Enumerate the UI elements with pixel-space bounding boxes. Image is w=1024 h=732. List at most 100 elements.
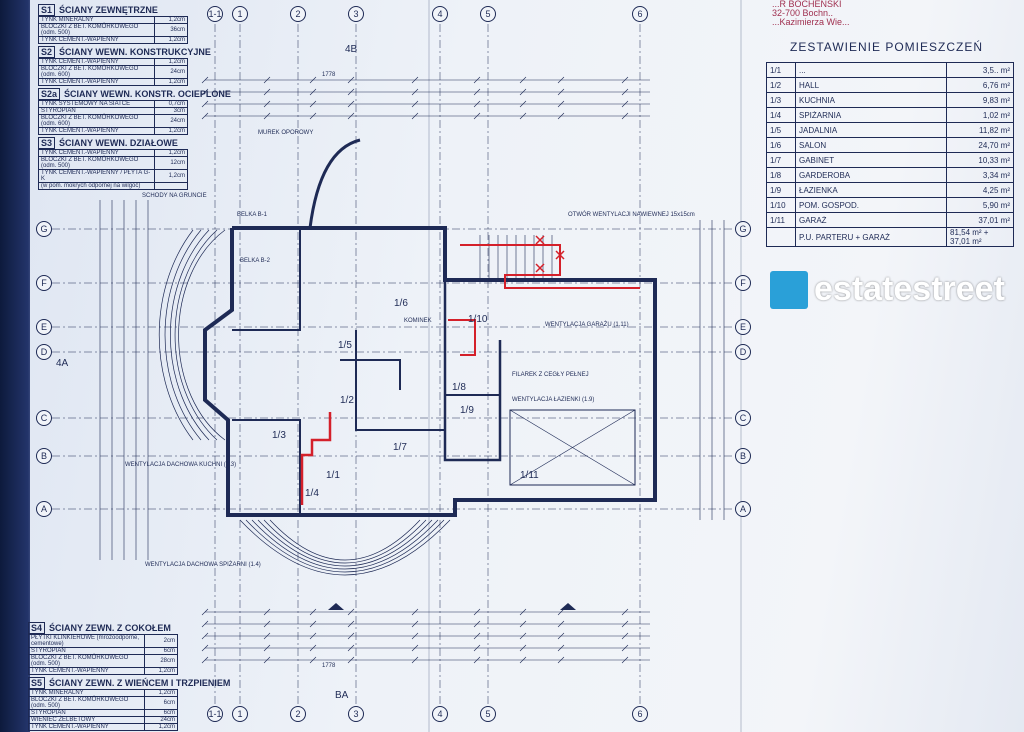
axis-label: 5 bbox=[480, 706, 496, 722]
dimension-tick bbox=[411, 112, 419, 120]
interior-wall bbox=[355, 330, 445, 431]
dimension-tick bbox=[473, 112, 481, 120]
plan-note: WENTYLACJA ŁAZIENKI (1.9) bbox=[512, 397, 595, 403]
dimension-tick bbox=[557, 76, 565, 84]
dimension-tick bbox=[309, 620, 317, 628]
axis-label: 3 bbox=[348, 6, 364, 22]
room-label: 1/5 bbox=[338, 340, 352, 351]
dimension-tick bbox=[621, 620, 629, 628]
dimension-tick bbox=[411, 656, 419, 664]
room-label: 1/7 bbox=[393, 442, 407, 453]
stamp-line: ...R BOCHEŃSKI bbox=[772, 0, 842, 9]
dimension-tick bbox=[557, 100, 565, 108]
dimension-tick bbox=[201, 100, 209, 108]
axis-label: 5 bbox=[480, 6, 496, 22]
watermark-text: estatestreet bbox=[814, 270, 1005, 308]
dimension-tick bbox=[621, 112, 629, 120]
plan-note: WENTYLACJA DACHOWA SPIŻARNI (1.4) bbox=[145, 562, 261, 568]
interior-wall bbox=[232, 419, 301, 515]
dimension-tick bbox=[347, 620, 355, 628]
dimension-tick bbox=[201, 88, 209, 96]
section-label: 4B bbox=[345, 44, 358, 55]
dimension-tick bbox=[473, 76, 481, 84]
paper-fold bbox=[428, 0, 430, 732]
interior-wall bbox=[443, 280, 502, 462]
axis-label: B bbox=[735, 448, 751, 464]
dimension-tick bbox=[263, 656, 271, 664]
axis-label: A bbox=[36, 501, 52, 517]
dimension-tick bbox=[309, 644, 317, 652]
plan-note: WENTYLACJA DACHOWA KUCHNI (1.3) bbox=[125, 462, 237, 468]
dimension-tick bbox=[621, 656, 629, 664]
dimension-tick bbox=[347, 100, 355, 108]
terrace-arc bbox=[178, 229, 226, 441]
dimension-tick bbox=[519, 88, 527, 96]
axis-label: 3 bbox=[348, 706, 364, 722]
dimension-tick bbox=[347, 644, 355, 652]
entrance-stair-arc bbox=[263, 519, 427, 564]
wall-layers-table: PŁYTKI KLINKIEROWE (mrozoodporne, cement… bbox=[28, 634, 178, 675]
room-label: 1/3 bbox=[272, 430, 286, 441]
dimension-tick bbox=[309, 76, 317, 84]
dimension-tick bbox=[519, 620, 527, 628]
watermark-logo: estatestreet bbox=[770, 270, 1005, 309]
room-label: 1/9 bbox=[460, 405, 474, 416]
dimension-tick bbox=[557, 632, 565, 640]
dimension-tick bbox=[263, 100, 271, 108]
axis-label: 2 bbox=[290, 6, 306, 22]
axis-label: 4 bbox=[432, 6, 448, 22]
entrance-stair-arc bbox=[245, 519, 445, 573]
plan-note: BELKA B-1 bbox=[237, 212, 268, 218]
dimension-tick bbox=[411, 100, 419, 108]
axis-label: D bbox=[735, 344, 751, 360]
room-label: 1/11 bbox=[520, 470, 539, 481]
plan-note: FILAREK Z CEGŁY PEŁNEJ bbox=[512, 372, 589, 378]
dimension-tick bbox=[473, 608, 481, 616]
section-label: BA bbox=[335, 690, 349, 701]
retaining-wall bbox=[308, 138, 361, 229]
dimension-tick bbox=[201, 644, 209, 652]
axis-label: F bbox=[36, 275, 52, 291]
axis-label: 6 bbox=[632, 706, 648, 722]
dimension-tick bbox=[201, 608, 209, 616]
dimension-tick bbox=[309, 608, 317, 616]
dimension-tick bbox=[473, 100, 481, 108]
dimension-tick bbox=[621, 100, 629, 108]
axis-label: 1-1 bbox=[207, 6, 223, 22]
dimension-tick bbox=[519, 76, 527, 84]
axis-label: A bbox=[735, 501, 751, 517]
axis-label: 6 bbox=[632, 6, 648, 22]
dimension-tick bbox=[473, 88, 481, 96]
stamp-line: ...Kazimierza Wie... bbox=[772, 17, 850, 27]
dimension-tick bbox=[347, 656, 355, 664]
entrance-stair-arc bbox=[257, 519, 433, 567]
terrace-arc bbox=[158, 229, 194, 441]
plan-note: BELKA B-2 bbox=[240, 258, 271, 264]
dimension-tick bbox=[557, 112, 565, 120]
dimension-tick bbox=[473, 632, 481, 640]
dimension-tick bbox=[519, 644, 527, 652]
interior-wall bbox=[340, 359, 401, 390]
dimension-tick bbox=[263, 632, 271, 640]
dimension-tick bbox=[621, 88, 629, 96]
terrace-arc bbox=[164, 229, 202, 441]
dimension-tick bbox=[201, 656, 209, 664]
designer-stamp: ...R BOCHEŃSKI 32-700 Bochn.. ...Kazimie… bbox=[772, 0, 850, 27]
dimension-tick bbox=[347, 76, 355, 84]
dimension-tick bbox=[263, 88, 271, 96]
room-schedule-title: ZESTAWIENIE POMIESZCZEŃ bbox=[790, 40, 984, 54]
axis-label: E bbox=[36, 319, 52, 335]
